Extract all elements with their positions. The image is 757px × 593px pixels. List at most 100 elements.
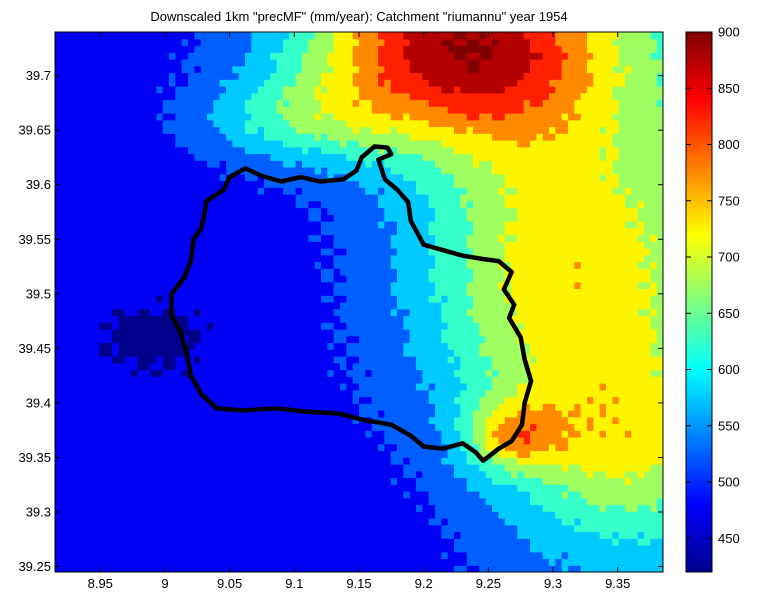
- heatmap-cell: [302, 389, 309, 398]
- heatmap-cell: [384, 295, 392, 303]
- heatmap-cell: [435, 356, 442, 364]
- heatmap-cell: [99, 261, 107, 269]
- heatmap-cell: [270, 140, 278, 148]
- heatmap-cell: [105, 214, 113, 222]
- heatmap-cell: [295, 113, 303, 121]
- heatmap-cell: [289, 187, 297, 195]
- heatmap-cell: [181, 288, 189, 296]
- heatmap-cell: [327, 119, 335, 128]
- heatmap-cell: [378, 59, 385, 67]
- heatmap-cell: [61, 194, 69, 202]
- heatmap-cell: [365, 389, 373, 398]
- heatmap-cell: [333, 200, 341, 209]
- heatmap-cell: [169, 558, 176, 566]
- heatmap-cell: [131, 140, 138, 148]
- heatmap-cell: [219, 45, 227, 53]
- heatmap-cell: [283, 248, 290, 256]
- heatmap-cell: [302, 558, 309, 566]
- heatmap-cell: [422, 194, 430, 202]
- heatmap-cell: [270, 295, 278, 303]
- heatmap-cell: [283, 329, 290, 337]
- heatmap-cell: [428, 369, 436, 377]
- heatmap-cell: [86, 322, 94, 330]
- heatmap-cell: [333, 531, 341, 539]
- heatmap-cell: [289, 464, 297, 472]
- heatmap-cell: [80, 518, 88, 526]
- heatmap-cell: [156, 335, 164, 344]
- heatmap-cell: [302, 227, 309, 236]
- heatmap-cell: [327, 443, 335, 452]
- heatmap-cell: [219, 214, 227, 222]
- heatmap-cell: [112, 194, 119, 202]
- heatmap-cell: [150, 200, 157, 209]
- heatmap-cell: [118, 140, 126, 148]
- heatmap-cell: [74, 491, 81, 499]
- heatmap-cell: [264, 214, 271, 222]
- heatmap-cell: [378, 214, 385, 222]
- heatmap-cell: [232, 241, 240, 249]
- heatmap-cell: [327, 187, 335, 195]
- heatmap-cell: [352, 518, 360, 526]
- heatmap-cell: [55, 423, 62, 431]
- heatmap-cell: [232, 497, 240, 506]
- heatmap-cell: [213, 369, 221, 377]
- heatmap-cell: [327, 518, 335, 526]
- heatmap-cell: [200, 477, 208, 485]
- heatmap-cell: [428, 416, 436, 425]
- heatmap-cell: [314, 362, 322, 371]
- heatmap-cell: [283, 221, 290, 229]
- heatmap-cell: [118, 450, 126, 458]
- heatmap-cell: [150, 545, 157, 553]
- heatmap-cell: [169, 369, 176, 377]
- heatmap-cell: [397, 38, 404, 47]
- heatmap-cell: [283, 254, 290, 263]
- heatmap-cell: [409, 59, 417, 67]
- heatmap-cell: [295, 38, 303, 47]
- heatmap-cell: [308, 261, 316, 269]
- heatmap-cell: [200, 86, 208, 94]
- heatmap-cell: [435, 79, 442, 87]
- heatmap-cell: [397, 113, 404, 121]
- heatmap-cell: [143, 491, 151, 499]
- heatmap-cell: [169, 86, 176, 94]
- heatmap-cell: [346, 167, 354, 175]
- heatmap-cell: [156, 383, 164, 391]
- heatmap-cell: [118, 221, 126, 229]
- heatmap-cell: [428, 207, 436, 215]
- heatmap-cell: [390, 518, 398, 526]
- heatmap-cell: [257, 133, 265, 141]
- heatmap-cell: [441, 133, 449, 141]
- heatmap-cell: [333, 268, 341, 276]
- heatmap-cell: [188, 545, 195, 553]
- heatmap-cell: [333, 538, 341, 546]
- heatmap-cell: [200, 99, 208, 107]
- heatmap-cell: [188, 65, 195, 74]
- heatmap-cell: [371, 248, 379, 256]
- heatmap-cell: [181, 153, 189, 161]
- heatmap-cell: [143, 524, 151, 533]
- heatmap-cell: [264, 113, 271, 121]
- heatmap-cell: [447, 389, 455, 398]
- heatmap-cell: [226, 200, 233, 209]
- heatmap-cell: [238, 72, 246, 80]
- heatmap-cell: [80, 349, 88, 357]
- heatmap-cell: [257, 315, 265, 323]
- heatmap-cell: [80, 551, 88, 560]
- heatmap-cell: [55, 221, 62, 229]
- heatmap-cell: [124, 302, 132, 310]
- heatmap-cell: [352, 248, 360, 256]
- heatmap-cell: [340, 52, 347, 60]
- heatmap-cell: [397, 531, 404, 539]
- heatmap-cell: [365, 261, 373, 269]
- heatmap-cell: [428, 410, 436, 418]
- heatmap-cell: [390, 113, 398, 121]
- heatmap-cell: [416, 221, 423, 229]
- heatmap-cell: [270, 470, 278, 479]
- heatmap-cell: [175, 221, 183, 229]
- heatmap-cell: [181, 194, 189, 202]
- heatmap-cell: [441, 241, 449, 249]
- heatmap-cell: [238, 59, 246, 67]
- heatmap-cell: [181, 369, 189, 377]
- heatmap-cell: [270, 241, 278, 249]
- heatmap-cell: [143, 538, 151, 546]
